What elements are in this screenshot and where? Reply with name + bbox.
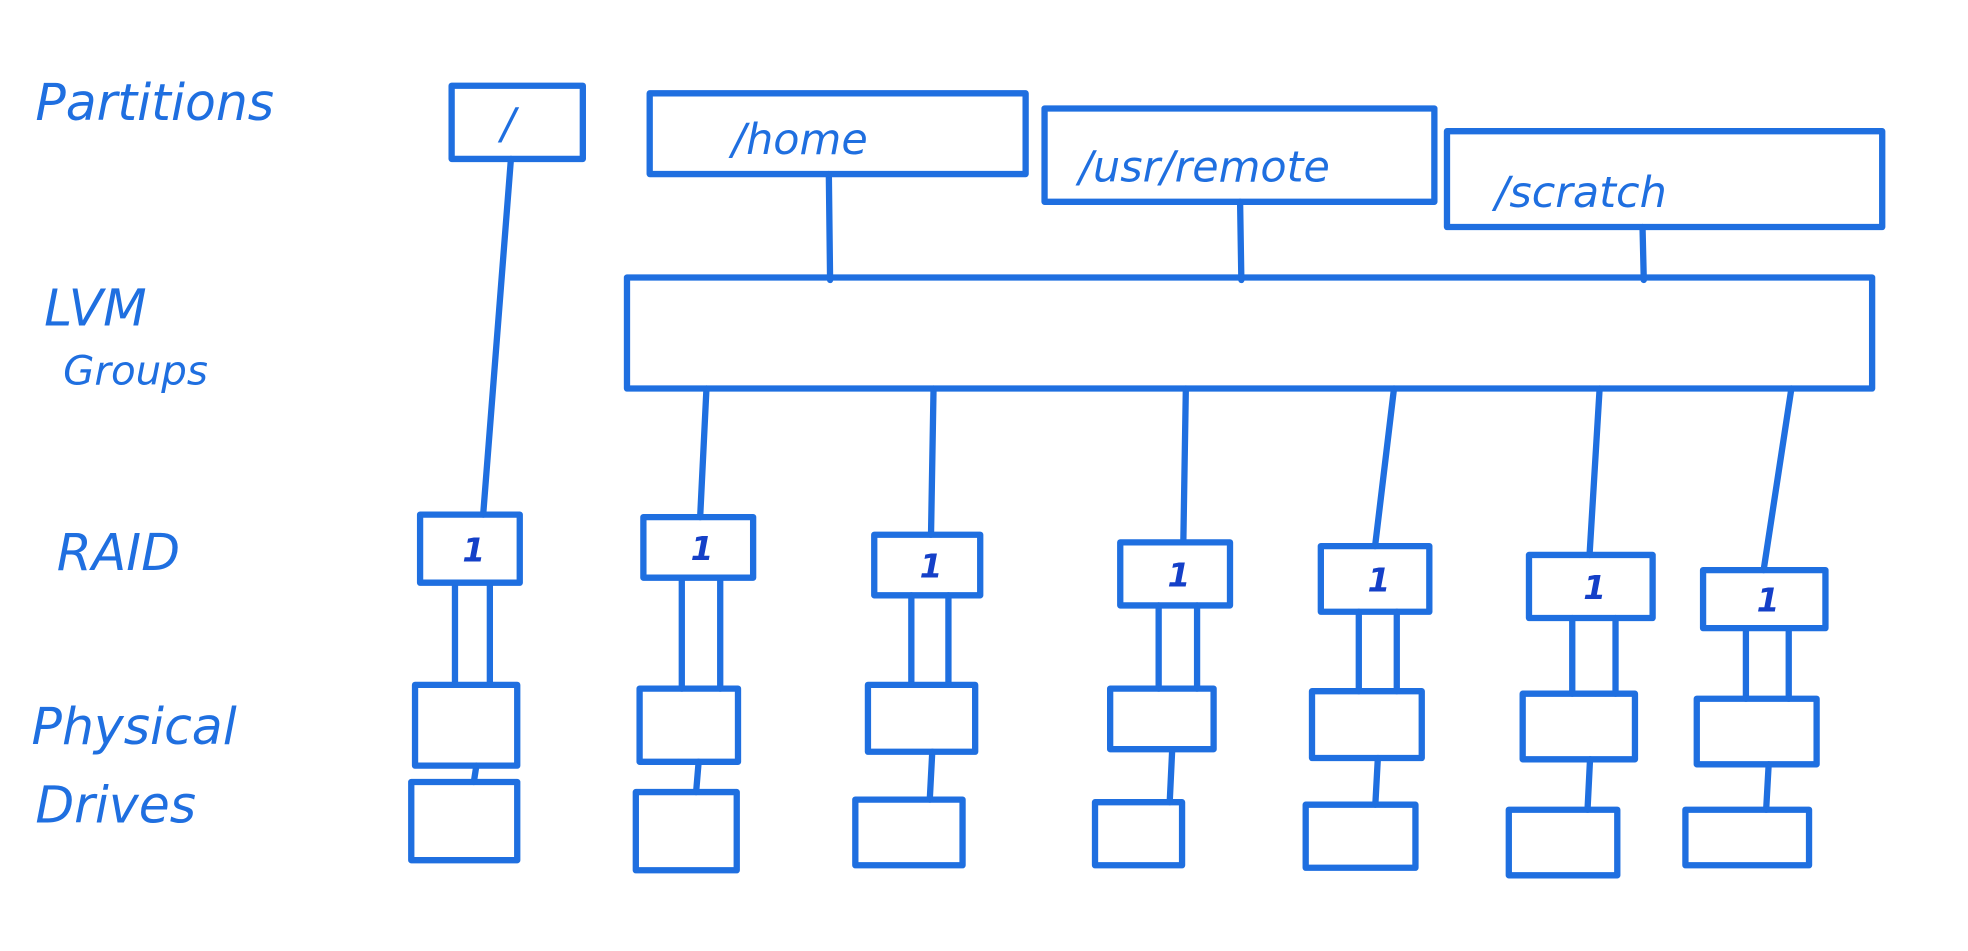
- raid-array: 1: [1117, 539, 1234, 609]
- physical-drive: [636, 685, 742, 765]
- physical-drive: [1107, 685, 1217, 753]
- raid-array: 1: [1317, 542, 1433, 615]
- raid-level-label: 1: [1757, 582, 1780, 620]
- raid-array: 1: [1525, 551, 1656, 622]
- mirror-link: [1584, 756, 1594, 813]
- partition-label: /: [497, 100, 520, 150]
- tier-labels: Partitions LVM Groups RAID Physical Driv…: [32, 73, 275, 835]
- raid-level-label: 1: [920, 548, 943, 586]
- tier-label-partitions: Partitions: [35, 73, 274, 132]
- raid-array: 1: [1699, 566, 1829, 632]
- physical-drive: [1505, 806, 1621, 879]
- raid-level-label: 1: [1583, 569, 1606, 607]
- lvm-to-raid-link: [927, 385, 937, 538]
- mirror-link: [1166, 746, 1176, 806]
- lvm-to-raid-link: [1760, 385, 1795, 574]
- physical-drive: [408, 778, 521, 864]
- physical-drive: [1091, 799, 1186, 869]
- partition-to-lvm-link: [1639, 223, 1647, 284]
- partition-to-lvm-link: [1236, 198, 1245, 284]
- tier-label-raid: RAID: [57, 523, 180, 582]
- raid-array: 1: [640, 513, 757, 581]
- physical-drive: [1308, 688, 1425, 762]
- raid-level-label: 1: [691, 530, 714, 568]
- raid-box: [640, 513, 757, 581]
- mirror-link: [692, 758, 702, 796]
- raid-level-label: 1: [1168, 556, 1191, 594]
- physical-drive: [1302, 801, 1419, 871]
- lvm-to-raid-link: [1586, 385, 1603, 559]
- tier-label-lvm: LVM: [44, 278, 146, 337]
- physical-drive: [1682, 806, 1813, 869]
- raid-array: 1: [416, 511, 523, 586]
- tier-label-drives: Drives: [35, 775, 196, 834]
- raid-box: [1699, 566, 1829, 632]
- root-to-raid-link: [480, 155, 515, 518]
- physical-drive: [1519, 690, 1639, 763]
- mirror-link: [1372, 754, 1382, 808]
- partition-label: /scratch: [1491, 168, 1667, 218]
- mirror-link: [926, 748, 936, 803]
- partition-label: /home: [728, 115, 868, 165]
- partition-box: [1443, 128, 1886, 231]
- physical-drive: [864, 681, 979, 755]
- raid-row: 1 1 1 1 1 1 1: [416, 511, 1829, 632]
- partitions-row: / /home/usr/remote/scratch: [448, 82, 1886, 231]
- raid-level-label: 1: [1368, 562, 1391, 600]
- partition-box: [646, 90, 1029, 178]
- partition-label: /usr/remote: [1075, 143, 1330, 193]
- partition-box: [1041, 105, 1438, 205]
- physical-drive: [632, 788, 740, 874]
- raid-box: [871, 531, 984, 599]
- partition-to-lvm-link: [825, 170, 834, 284]
- raid-box: [1317, 542, 1433, 615]
- tier-label-physical: Physical: [32, 697, 237, 756]
- lvm-to-raid-link: [696, 385, 710, 521]
- mirror-link: [1763, 761, 1772, 813]
- partition-box: [448, 82, 586, 163]
- raid-box: [416, 511, 523, 586]
- connectors: [451, 155, 1795, 813]
- drives-row: [408, 681, 1820, 879]
- physical-drive: [411, 681, 521, 769]
- raid-box: [1117, 539, 1234, 609]
- raid-array: 1: [871, 531, 984, 599]
- physical-drive: [1693, 695, 1820, 768]
- raid-level-label: 1: [462, 531, 485, 569]
- lvm-to-raid-link: [1371, 385, 1398, 550]
- physical-drive: [852, 796, 966, 869]
- tier-label-groups: Groups: [63, 348, 208, 395]
- lvm-to-raid-link: [1180, 385, 1189, 546]
- lvm-group-box: [623, 274, 1876, 392]
- raid-box: [1525, 551, 1656, 622]
